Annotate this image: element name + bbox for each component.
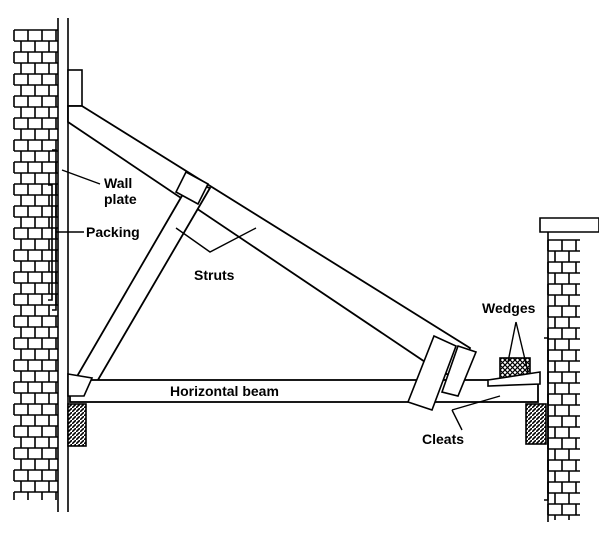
right-wall-plate <box>544 337 549 501</box>
right-wall-bricks <box>547 239 580 520</box>
wall-plate-label-line2: plate <box>104 191 137 207</box>
horizontal-beam-shape <box>69 379 539 403</box>
wedges-shape <box>487 357 541 387</box>
wedges-label: Wedges <box>482 300 536 316</box>
left-wall-bricks <box>13 29 58 500</box>
wall-plate-label-line1: Wall <box>104 175 132 191</box>
packing-label: Packing <box>86 224 140 240</box>
left-brick-wall <box>13 18 69 512</box>
struts-label: Struts <box>194 267 235 283</box>
upper-cleat <box>174 170 210 206</box>
packing-blocks <box>67 403 547 447</box>
middle-strut <box>70 180 212 386</box>
wall-plate <box>48 69 83 311</box>
right-end-cleats <box>406 334 478 412</box>
horizontal-beam-label: Horizontal beam <box>170 383 279 399</box>
top-strut <box>67 105 472 380</box>
right-brick-wall <box>539 217 599 522</box>
leader-lines <box>56 169 529 431</box>
cleats-label: Cleats <box>422 431 464 447</box>
left-end-cleat <box>67 373 94 397</box>
